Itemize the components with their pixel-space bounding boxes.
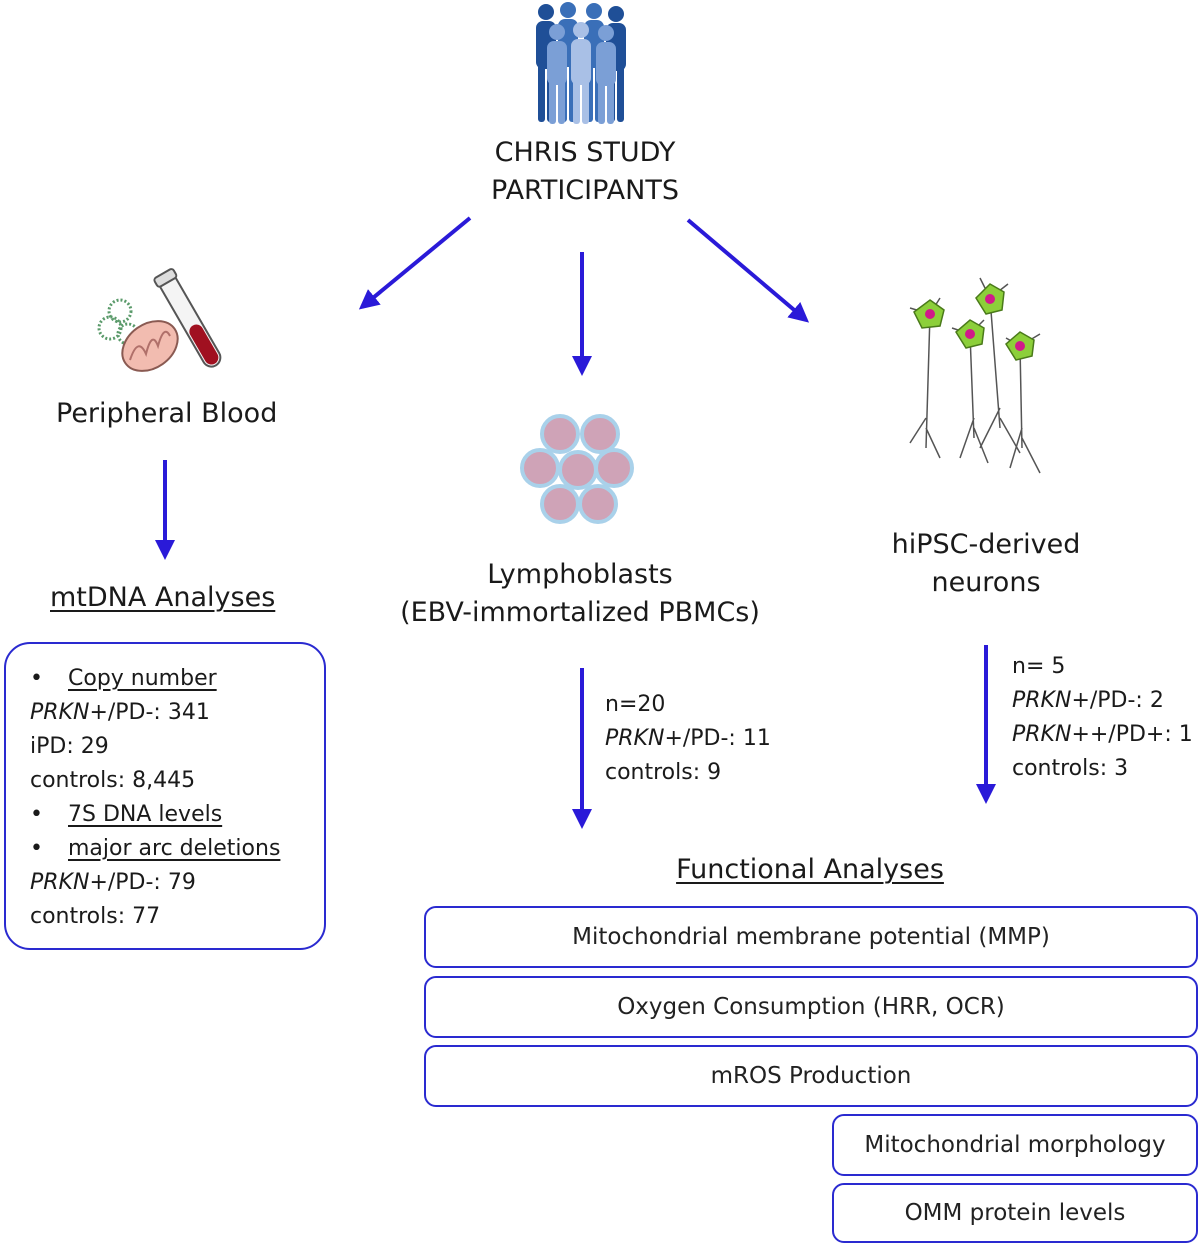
seven-s-label: 7S DNA levels — [68, 802, 223, 827]
functional-item-label: Oxygen Consumption (HRR, OCR) — [617, 994, 1005, 1020]
prkn-gene-label: PRKN — [30, 700, 90, 725]
lymphoblasts-label: Lymphoblasts (EBV-immortalized PBMCs) — [380, 556, 780, 632]
mtdna-content: •Copy number PRKN+/PD-: 341 iPD: 29 cont… — [30, 662, 280, 934]
lymphoblast-cells-icon — [520, 414, 634, 524]
prkn-gene-label: PRKN — [605, 726, 665, 751]
lympho-n: n=20 — [605, 692, 666, 717]
functional-item-omm: OMM protein levels — [832, 1183, 1198, 1243]
blood-tube-mitochondrion-icon — [97, 268, 222, 372]
bullet-dot: • — [30, 666, 43, 691]
arc-prkn-row: PRKN+/PD-: 79 — [30, 866, 280, 900]
functional-item-label: OMM protein levels — [904, 1200, 1126, 1226]
functional-item-mros: mROS Production — [424, 1045, 1198, 1107]
functional-item-oxygen: Oxygen Consumption (HRR, OCR) — [424, 976, 1198, 1038]
bullet-dot: • — [30, 802, 43, 827]
functional-heading: Functional Analyses — [676, 854, 944, 885]
neurons-icon — [909, 277, 1041, 474]
lympho-controls: controls: 9 — [605, 760, 722, 785]
arc-prkn-value: +/PD-: 79 — [89, 870, 196, 895]
bullet-copy-number: • Copy number — [30, 662, 280, 696]
mtdna-heading: mtDNA Analyses — [50, 582, 276, 613]
prkn-gene-label: PRKN — [30, 870, 90, 895]
neuron-stats: n= 5 PRKN+/PD-: 2 PRKN++/PD+: 1 controls… — [1012, 650, 1193, 786]
copy-prkn-row: PRKN+/PD-: 341 — [30, 696, 280, 730]
functional-item-mmp: Mitochondrial membrane potential (MMP) — [424, 906, 1198, 968]
arrow-to-neurons — [686, 218, 810, 323]
copy-controls-value: controls: 8,445 — [30, 768, 196, 793]
lympho-prkn-value: +/PD-: 11 — [664, 726, 771, 751]
prkn-gene-label: PRKN — [1012, 722, 1072, 747]
lymphoblasts-line1: Lymphoblasts — [487, 559, 673, 590]
functional-item-label: mROS Production — [710, 1063, 912, 1089]
neuron-prkn1-row: PRKN+/PD-: 2 — [1012, 684, 1193, 718]
neuron-prkn2-row: PRKN++/PD+: 1 — [1012, 718, 1193, 752]
lympho-stats: n=20 PRKN+/PD-: 11 controls: 9 — [605, 688, 771, 790]
mtdna-panel — [4, 642, 326, 950]
neuron-prkn2-value: ++/PD+: 1 — [1071, 722, 1193, 747]
arc-controls-value: controls: 77 — [30, 904, 161, 929]
neuron-n: n= 5 — [1012, 654, 1066, 679]
people-group-icon — [536, 2, 626, 124]
bullet-dot: • — [30, 836, 43, 861]
copy-ipd-value: iPD: 29 — [30, 734, 109, 759]
major-arc-label: major arc deletions — [68, 836, 281, 861]
lympho-prkn-row: PRKN+/PD-: 11 — [605, 722, 771, 756]
neurons-label: hiPSC-derived neurons — [846, 526, 1126, 602]
functional-item-label: Mitochondrial membrane potential (MMP) — [572, 924, 1050, 950]
bullet-major-arc: • major arc deletions — [30, 832, 280, 866]
functional-item-label: Mitochondrial morphology — [864, 1132, 1166, 1158]
copy-number-label: Copy number — [68, 666, 217, 691]
study-title-line2: PARTICIPANTS — [491, 175, 679, 206]
arrow-to-peripheral-blood — [358, 216, 472, 310]
bullet-7s-dna: • 7S DNA levels — [30, 798, 280, 832]
functional-item-morphology: Mitochondrial morphology — [832, 1114, 1198, 1176]
neuron-controls: controls: 3 — [1012, 756, 1129, 781]
study-title-line1: CHRIS STUDY — [494, 137, 676, 168]
copy-prkn-value: +/PD-: 341 — [89, 700, 210, 725]
prkn-gene-label: PRKN — [1012, 688, 1072, 713]
study-title: CHRIS STUDY PARTICIPANTS — [440, 134, 730, 210]
neuron-prkn1-value: +/PD-: 2 — [1071, 688, 1164, 713]
neurons-line2: neurons — [931, 567, 1041, 598]
peripheral-blood-label: Peripheral Blood — [56, 398, 278, 429]
lymphoblasts-line2: (EBV-immortalized PBMCs) — [400, 597, 760, 628]
neurons-line1: hiPSC-derived — [891, 529, 1081, 560]
